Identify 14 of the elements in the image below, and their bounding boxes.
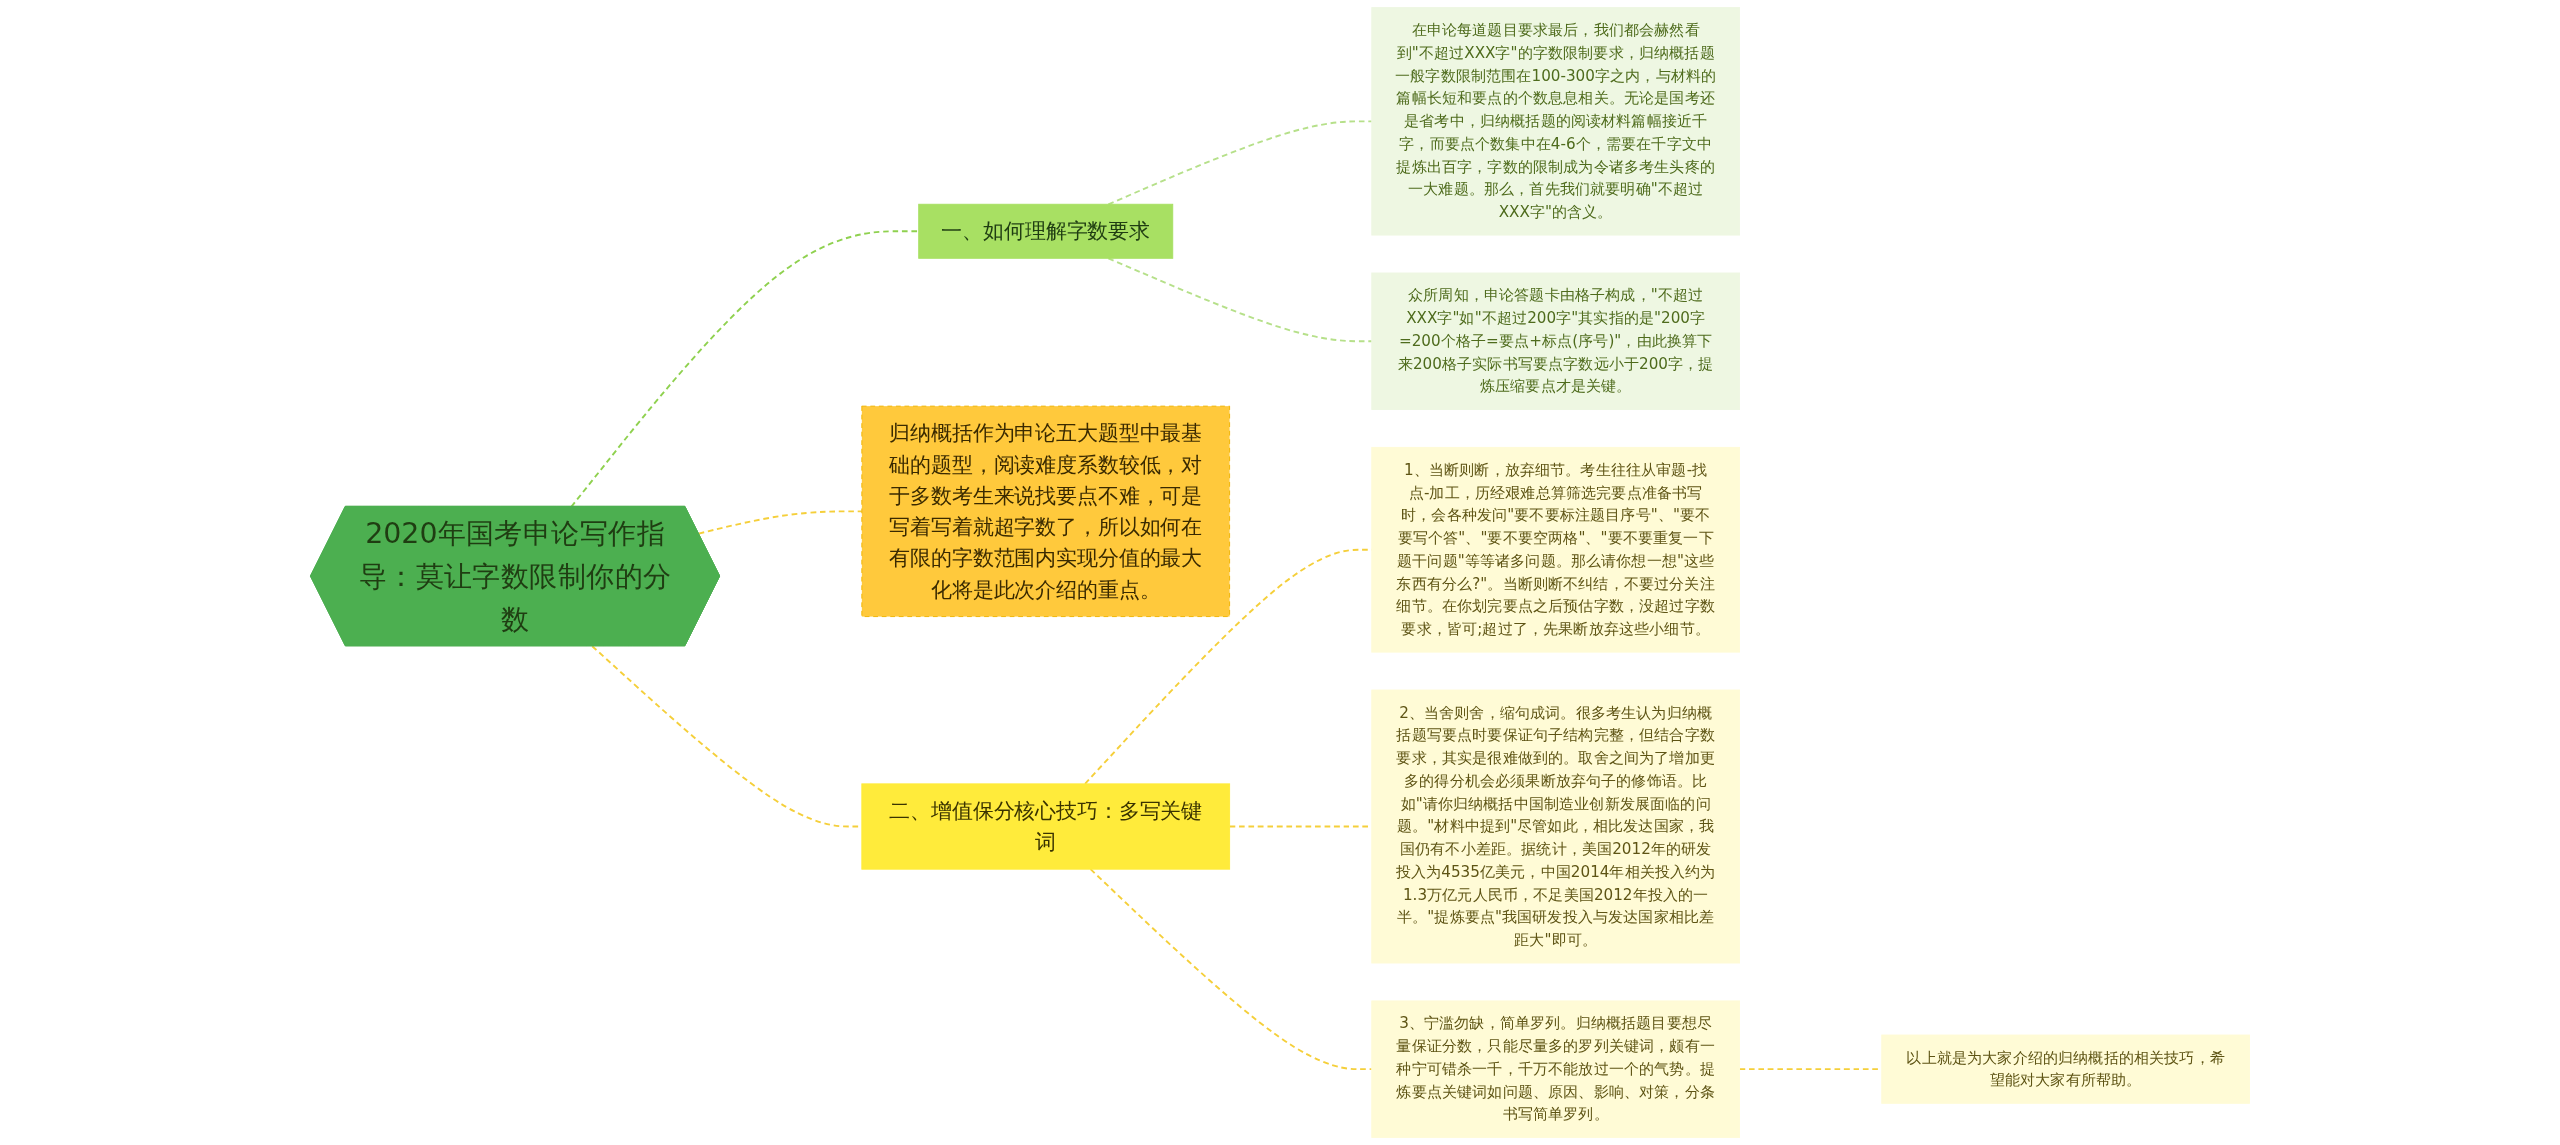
node-box: 1、当断则断，放弃细节。考生往往从审题-找点-加工，历经艰难总算筛选完要点准备书写时，会各种发问"要不要标注题目序号"、"要不要写个答"、"要不要空两格"、"要不要重复一下题干问题"等等诸多问题。那么请你想一想"这些东西有分么?"。当断则断不纠结，不要过分关注细节。在你划完要点之后预估字数，没超过字数要求，皆可;超过了，先果断放弃这些小细节。 bbox=[1371, 446, 1741, 653]
connector bbox=[570, 230, 920, 508]
connector bbox=[697, 510, 863, 535]
node-box: 一、如何理解字数要求 bbox=[918, 203, 1174, 259]
node-box: 2、当舍则舍，缩句成词。很多考生认为归纳概括题写要点时要保证句子结构完整，但结合字数要求，其实是很难做到的。取舍之间为了增加更多的得分机会必须果断放弃句子的修饰语。比如"请你归纳概括中国制造业创新发展面临的问题。"材料中提到"尽管如此，相比发达国家，我国仍有不小差距。据统计，美国2012年的研发投入为4535亿美元，中国2014年相关投入约为1.3万亿元人民币，不足美国2012年投入的一半。"提炼要点"我国研发投入与发达国家相比差距大"即可。 bbox=[1371, 689, 1741, 964]
node-box: 3、宁滥勿缺，简单罗列。归纳概括题目要想尽量保证分数，只能尽量多的罗列关键词，颇有一种宁可错杀一千，千万不能放过一个的气势。提炼要点关键词如问题、原因、影响、对策，分条书写简单罗列。 bbox=[1371, 1000, 1741, 1138]
node-box: 归纳概括作为申论五大题型中最基础的题型，阅读难度系数较低，对于多数考生来说找要点不难，可是写着写着就超字数了，所以如何在有限的字数范围内实现分值的最大化将是此次介绍的重点。 bbox=[861, 405, 1231, 618]
connector bbox=[1089, 868, 1373, 1071]
node-box: 众所周知，申论答题卡由格子构成，"不超过XXX字"如"不超过200字"其实指的是"200字=200个格子=要点+标点(序号)"，由此换算下来200格子实际书写要点字数远小于200字，提炼压缩要点才是关键。 bbox=[1371, 272, 1741, 410]
connector bbox=[1107, 257, 1373, 343]
node-box: 以上就是为大家介绍的归纳概括的相关技巧，希望能对大家有所帮助。 bbox=[1881, 1034, 2250, 1104]
node-box: 在申论每道题目要求最后，我们都会赫然看到"不超过XXX字"的字数限制要求，归纳概括题一般字数限制范围在100-300字之内，与材料的篇幅长短和要点的个数息息相关。无论是国考还是省考中，归纳概括题的阅读材料篇幅接近千字，而要点个数集中在4-6个，需要在千字文中提炼出百字，字数的限制成为令诸多考生头疼的一大难题。那么，首先我们就要明确"不超过XXX字"的含义。 bbox=[1371, 7, 1741, 236]
node-box: 二、增值保分核心技巧：多写关键词 bbox=[861, 783, 1231, 870]
connector bbox=[1107, 120, 1373, 206]
